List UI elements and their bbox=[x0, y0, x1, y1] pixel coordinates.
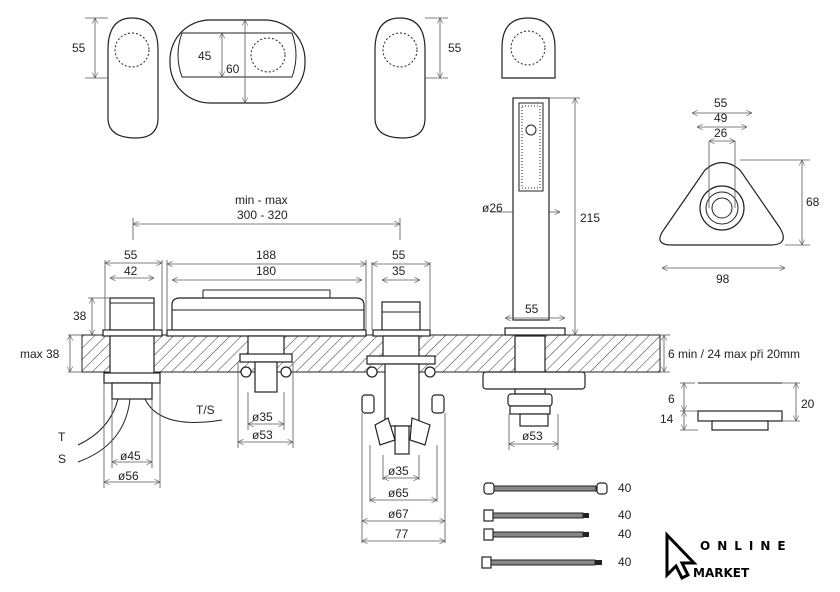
svg-text:45: 45 bbox=[198, 49, 212, 63]
countertop bbox=[81, 334, 661, 373]
hand-shower: 215 ø26 55 bbox=[482, 97, 600, 336]
svg-text:68: 68 bbox=[806, 195, 820, 209]
svg-text:42: 42 bbox=[124, 264, 138, 278]
svg-text:14: 14 bbox=[660, 412, 674, 426]
hose-1: 40 bbox=[483, 481, 632, 495]
top-view-shower-holder bbox=[501, 17, 556, 79]
svg-text:26: 26 bbox=[714, 126, 728, 140]
hose-4: 40 bbox=[481, 555, 632, 569]
svg-text:MARKET: MARKET bbox=[693, 566, 750, 580]
svg-text:ø26: ø26 bbox=[482, 201, 503, 215]
svg-text:ø35: ø35 bbox=[252, 410, 273, 424]
svg-text:35: 35 bbox=[392, 264, 406, 278]
hose-2: 40 bbox=[483, 508, 632, 522]
triangle-base-top: 55 49 26 68 98 bbox=[659, 96, 820, 286]
svg-text:ø67: ø67 bbox=[388, 507, 409, 521]
svg-text:ø65: ø65 bbox=[388, 486, 409, 500]
svg-text:S: S bbox=[58, 452, 66, 466]
svg-text:ø53: ø53 bbox=[522, 429, 543, 443]
svg-text:77: 77 bbox=[395, 527, 409, 541]
svg-text:180: 180 bbox=[256, 264, 276, 278]
svg-text:55: 55 bbox=[525, 302, 539, 316]
svg-text:188: 188 bbox=[256, 248, 276, 262]
svg-text:ø45: ø45 bbox=[120, 449, 141, 463]
svg-text:55: 55 bbox=[392, 248, 406, 262]
spacing-dimension: min - max 300 - 320 bbox=[132, 193, 401, 240]
svg-text:20: 20 bbox=[801, 397, 815, 411]
svg-text:300 - 320: 300 - 320 bbox=[237, 208, 288, 222]
hose-3: 40 bbox=[483, 527, 632, 541]
spout: 188 180 ø35 ø53 bbox=[166, 248, 367, 448]
cursor-icon bbox=[665, 531, 698, 581]
svg-text:98: 98 bbox=[716, 272, 730, 286]
online-market-logo: ONLINE MARKET bbox=[665, 531, 793, 581]
svg-text:T/S: T/S bbox=[196, 403, 215, 417]
svg-text:40: 40 bbox=[618, 555, 632, 569]
shower-base: ø53 6 14 20 bbox=[482, 335, 815, 450]
svg-text:6: 6 bbox=[668, 392, 675, 406]
dim-left-handle: 55 bbox=[72, 41, 86, 55]
left-valve: TS T/S 55 42 38 ø45 ø56 bbox=[58, 248, 223, 488]
svg-text:ø56: ø56 bbox=[118, 469, 139, 483]
svg-text:T: T bbox=[58, 430, 66, 444]
top-view-spout: 45 60 bbox=[169, 19, 306, 104]
svg-text:49: 49 bbox=[714, 111, 728, 125]
svg-text:215: 215 bbox=[580, 211, 600, 225]
svg-text:55: 55 bbox=[124, 248, 138, 262]
top-view-left-handle: 55 bbox=[72, 17, 159, 139]
svg-text:60: 60 bbox=[226, 62, 240, 76]
svg-text:38: 38 bbox=[73, 309, 87, 323]
top-view-right-handle: 55 bbox=[374, 17, 462, 139]
svg-text:55: 55 bbox=[448, 41, 462, 55]
svg-text:ø35: ø35 bbox=[388, 464, 409, 478]
counter-max-label: max 38 bbox=[20, 347, 60, 361]
svg-text:ONLINE: ONLINE bbox=[700, 539, 793, 553]
svg-text:40: 40 bbox=[618, 508, 632, 522]
svg-text:55: 55 bbox=[714, 96, 728, 110]
svg-text:40: 40 bbox=[618, 481, 632, 495]
right-valve: 55 35 ø35 ø65 ø67 77 bbox=[361, 248, 446, 543]
counter-note: 6 min / 24 max při 20mm bbox=[668, 347, 800, 361]
svg-text:40: 40 bbox=[618, 527, 632, 541]
svg-text:ø53: ø53 bbox=[252, 428, 273, 442]
svg-text:min - max: min - max bbox=[235, 193, 288, 207]
